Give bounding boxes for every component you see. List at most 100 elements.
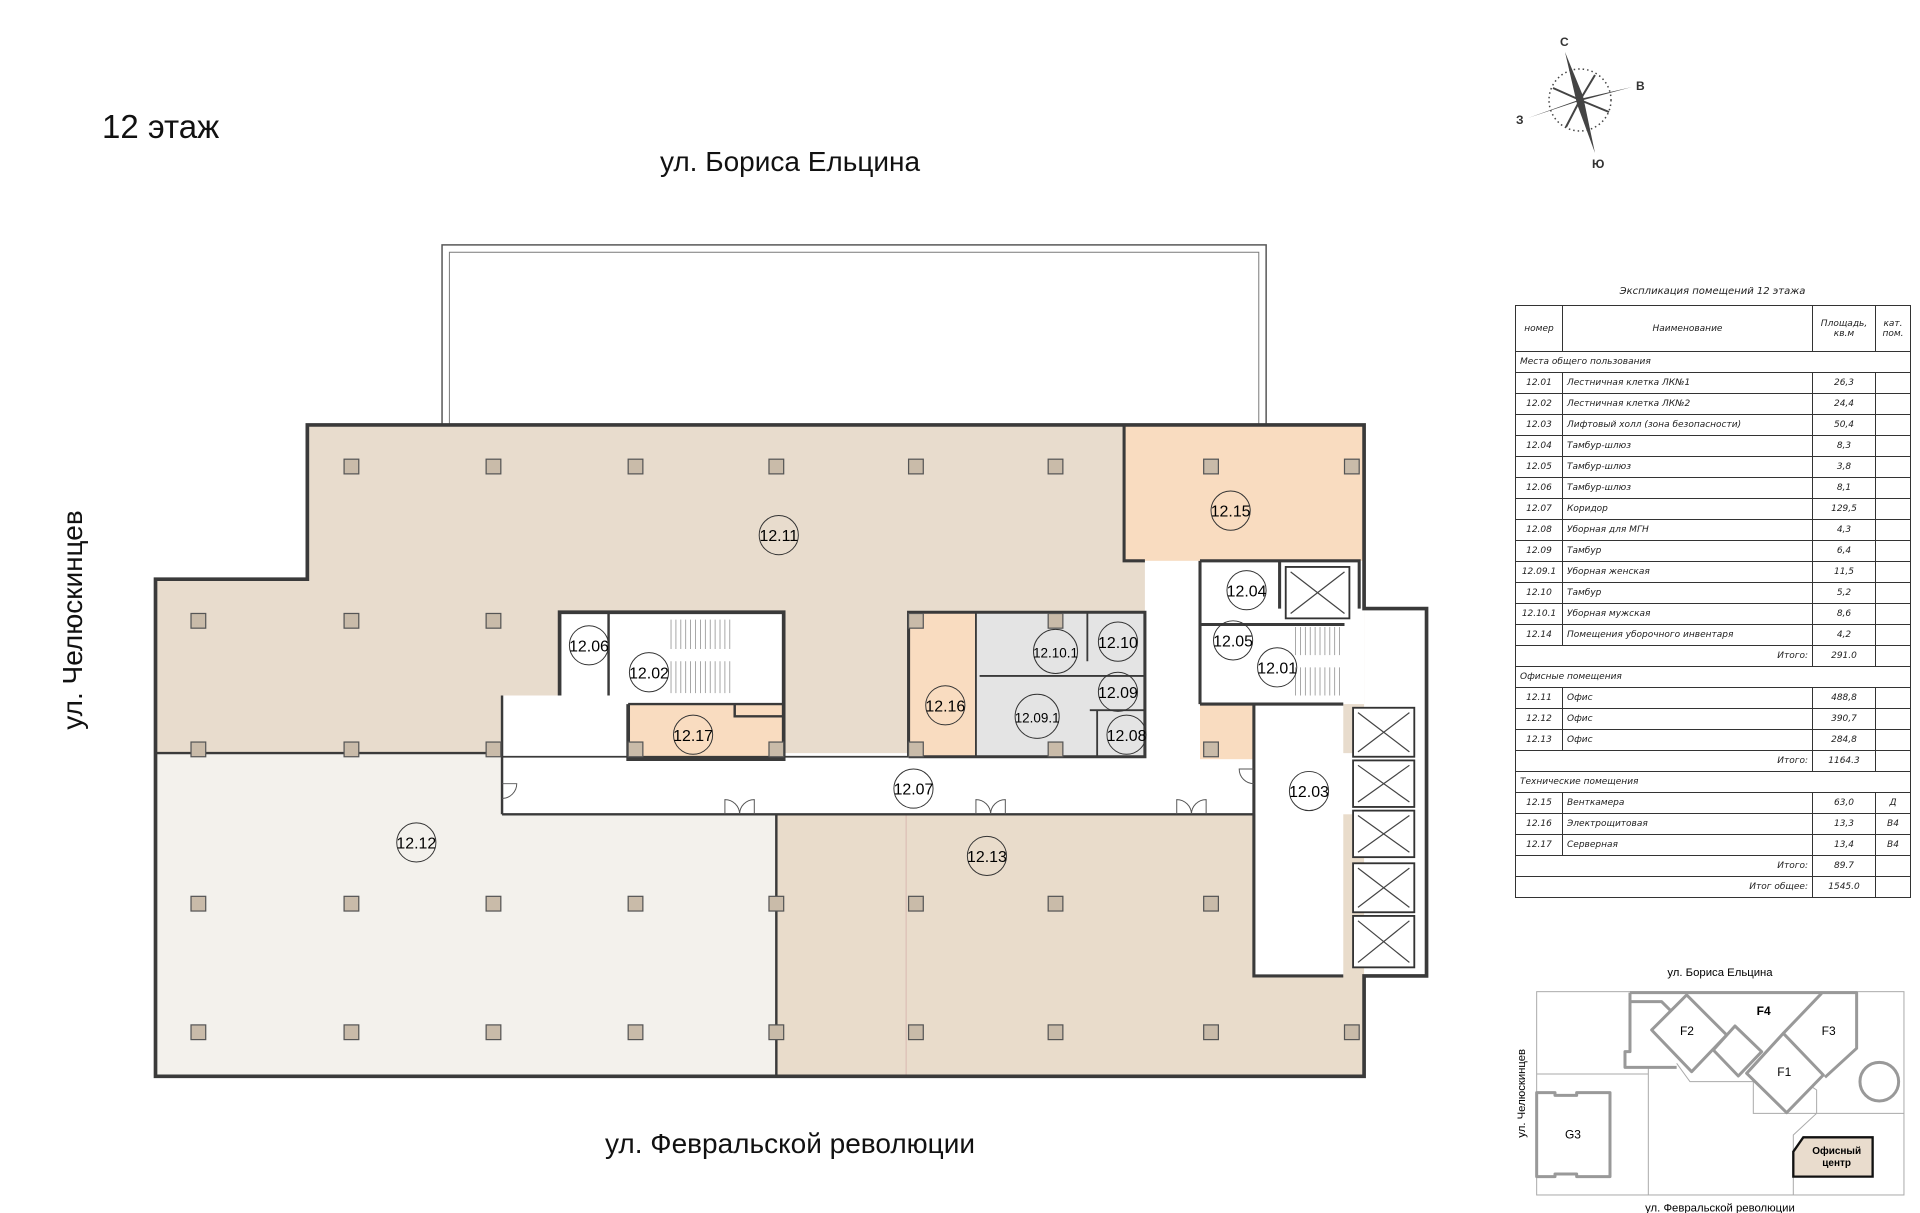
cell-area: 11,5: [1812, 561, 1876, 583]
elevator-icon: [1352, 759, 1416, 808]
column-icon: [485, 1024, 502, 1041]
cell-category: В4: [1875, 834, 1911, 856]
room-label[interactable]: 12.04: [1226, 570, 1267, 611]
column-icon: [343, 1024, 360, 1041]
site-map-street-left: ул. Челюскинцев: [1516, 1049, 1528, 1138]
room-label[interactable]: 12.16: [925, 685, 966, 726]
room-label[interactable]: 12.13: [966, 835, 1008, 877]
cell-area: 5,2: [1812, 582, 1876, 604]
cell-name: Тамбур-шлюз: [1562, 435, 1813, 457]
column-icon: [485, 458, 502, 475]
room-label-circle: [1210, 490, 1251, 531]
column-icon: [485, 612, 502, 629]
subtotal-value: 1164.3: [1812, 750, 1876, 772]
room-label-circle: [893, 768, 934, 809]
elevator-icon: [1284, 566, 1351, 620]
elevator-icon: [1352, 915, 1416, 969]
cell-category: [1875, 624, 1911, 646]
room-label-circle: [758, 515, 799, 556]
cell-name: Серверная: [1562, 834, 1813, 856]
column-icon: [1047, 612, 1064, 629]
cell-area: 8,6: [1812, 603, 1876, 625]
cell-number: 12.09: [1515, 540, 1563, 562]
room-label[interactable]: 12.02: [628, 652, 670, 693]
cell-category: В4: [1875, 813, 1911, 835]
cell-category: [1875, 477, 1911, 499]
room-number: 12.05: [1213, 634, 1253, 651]
cell-number: 12.16: [1515, 813, 1563, 835]
cell-area: 6,4: [1812, 540, 1876, 562]
column-icon: [190, 895, 207, 912]
cell-number: 12.11: [1515, 687, 1563, 709]
explication-table: номер Наименование Площадь, кв.м кат. по…: [1515, 305, 1911, 898]
cell-number: 12.15: [1515, 792, 1563, 814]
room-label[interactable]: 12.06: [568, 625, 610, 666]
cell-area: 63,0: [1812, 792, 1876, 814]
column-icon: [768, 458, 785, 475]
cell-number: 12.10: [1515, 582, 1563, 604]
room-number: 12.10: [1098, 635, 1138, 652]
room-label[interactable]: 12.08: [1106, 714, 1147, 755]
room-label[interactable]: 12.11: [758, 515, 799, 556]
column-icon: [1203, 741, 1219, 758]
column-icon: [907, 895, 924, 912]
elevator-shafts: [1284, 566, 1416, 969]
cell-number: 12.09.1: [1515, 561, 1563, 583]
room-label[interactable]: 12.10.1: [1032, 628, 1079, 674]
room-label[interactable]: 12.09.1: [1014, 693, 1060, 739]
section-row: Офисные помещения: [1515, 666, 1911, 688]
compass-east: В: [1636, 79, 1645, 93]
room-label[interactable]: 12.09: [1097, 671, 1139, 712]
cell-name: Офис: [1562, 729, 1813, 751]
cell-area: 8,1: [1812, 477, 1876, 499]
subtotal-label: Итого:: [1515, 750, 1813, 772]
cell-category: [1875, 729, 1911, 751]
room-label[interactable]: 12.07: [893, 768, 934, 809]
column-icon: [485, 741, 502, 758]
cell-category: [1875, 561, 1911, 583]
room-label[interactable]: 12.15: [1210, 490, 1251, 531]
subtotal-row: Итого:291.0: [1515, 645, 1911, 667]
column-icon: [907, 458, 924, 475]
cell-name: Электрощитовая: [1562, 813, 1813, 835]
room-label-circle: [396, 822, 437, 863]
room-number: 12.09: [1098, 685, 1138, 702]
cell-category: Д: [1875, 792, 1911, 814]
floor-title: 12 этаж: [102, 108, 220, 145]
cell-area: 24,4: [1812, 393, 1876, 415]
cell-name: Офис: [1562, 708, 1813, 730]
column-icon: [907, 612, 924, 629]
room-12-16-electrical[interactable]: [908, 612, 976, 757]
column-icon: [343, 612, 360, 629]
wc-block[interactable]: [975, 612, 1145, 757]
room-label-circle: [1288, 770, 1330, 812]
room-label[interactable]: 12.05: [1212, 620, 1254, 661]
room-label[interactable]: 12.12: [396, 822, 437, 863]
cell-category: [1875, 540, 1911, 562]
cell-name: Уборная мужская: [1562, 603, 1813, 625]
column-icon: [190, 1024, 207, 1041]
column-icon: [907, 741, 924, 758]
room-label[interactable]: 12.03: [1288, 770, 1330, 812]
cell-name: Лифтовый холл (зона безопасности): [1562, 414, 1813, 436]
cell-number: 12.04: [1515, 435, 1563, 457]
cell-name: Коридор: [1562, 498, 1813, 520]
column-icon: [1203, 895, 1219, 912]
column-icon: [1047, 895, 1064, 912]
room-label-circle: [1032, 628, 1079, 674]
room-label[interactable]: 12.10: [1097, 621, 1139, 662]
room-number: 12.17: [673, 728, 713, 745]
room-12-15-ventilation[interactable]: [1124, 424, 1365, 561]
cell-number: 12.13: [1515, 729, 1563, 751]
column-icon: [1047, 1024, 1064, 1041]
room-label[interactable]: 12.01: [1257, 647, 1298, 688]
cell-area: 13,4: [1812, 834, 1876, 856]
room-label[interactable]: 12.17: [672, 714, 714, 755]
